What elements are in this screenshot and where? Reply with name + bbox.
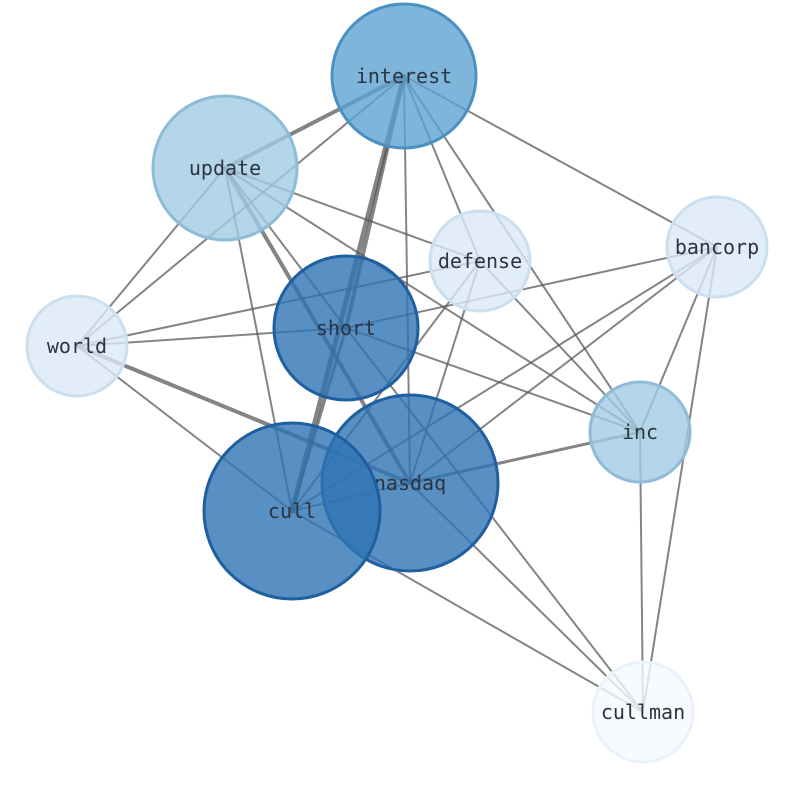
node-label-update: update — [189, 156, 261, 180]
node-circle-interest — [330, 2, 478, 150]
node-short: short — [272, 254, 420, 402]
node-update: update — [151, 94, 299, 242]
node-circle-defense — [428, 209, 532, 313]
node-circle-cullman — [591, 660, 695, 764]
node-circle-inc — [588, 380, 692, 484]
node-interest: interest — [330, 2, 478, 150]
node-world: world — [25, 294, 129, 398]
edge-short-cullman — [345, 327, 644, 713]
node-label-cullman: cullman — [601, 700, 685, 724]
node-cull: cull — [202, 421, 382, 601]
edge-update-inc — [224, 167, 641, 433]
node-circle-cull — [202, 421, 382, 601]
node-bancorp: bancorp — [665, 195, 769, 299]
node-label-world: world — [47, 334, 107, 358]
node-circle-world — [25, 294, 129, 398]
node-defense: defense — [428, 209, 532, 313]
node-label-short: short — [316, 316, 376, 340]
node-label-cull: cull — [268, 499, 316, 523]
node-label-nasdaq: nasdaq — [374, 471, 446, 495]
node-circle-update — [151, 94, 299, 242]
node-label-interest: interest — [356, 64, 452, 88]
node-circle-bancorp — [665, 195, 769, 299]
node-label-defense: defense — [438, 249, 522, 273]
node-circle-short — [272, 254, 420, 402]
nodes-layer: interest update defense bancorp world short in… — [25, 2, 769, 764]
node-label-bancorp: bancorp — [675, 235, 759, 259]
node-label-inc: inc — [622, 420, 658, 444]
edge-bancorp-cullman — [642, 246, 718, 713]
node-cullman: cullman — [591, 660, 695, 764]
node-inc: inc — [588, 380, 692, 484]
